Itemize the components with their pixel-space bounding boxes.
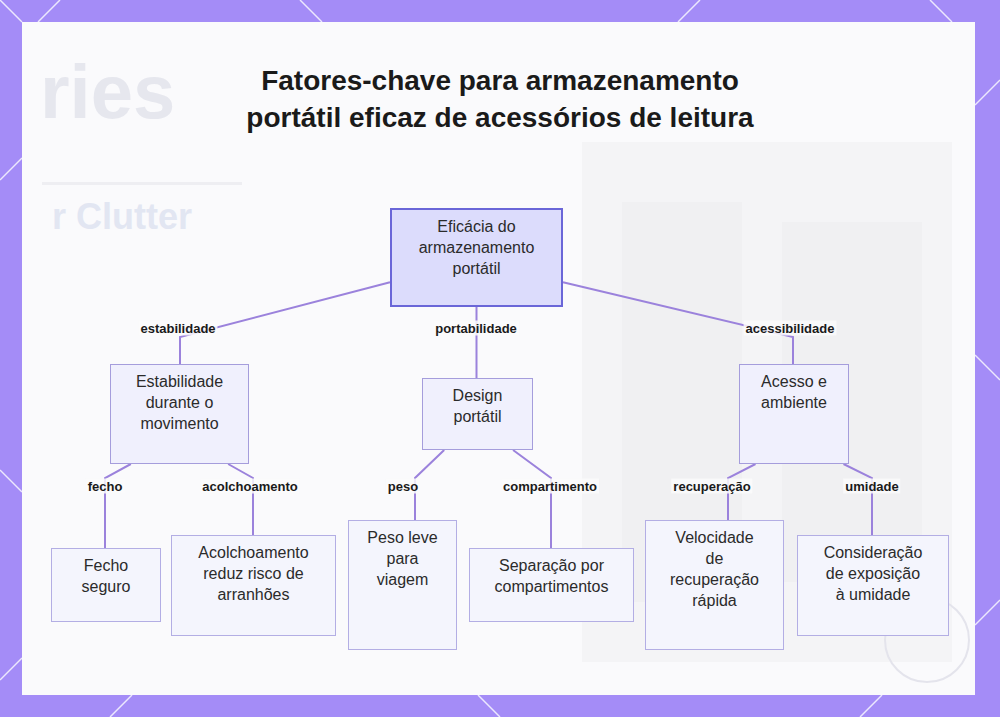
edge-label: acolchoamento — [200, 479, 299, 494]
connector-line — [476, 307, 477, 378]
factor-box: Separação por compartimentos — [469, 548, 634, 622]
factor-box: Peso leve para viagem — [348, 520, 457, 650]
root-node: Eficácia do armazenamento portátil — [390, 208, 563, 307]
edge-label: peso — [386, 479, 420, 494]
connector-line — [844, 464, 873, 535]
connector-line — [105, 464, 131, 548]
node-text: Separação por compartimentos — [482, 555, 621, 597]
edge-label: recuperação — [671, 479, 752, 494]
node-text: Eficácia do armazenamento portátil — [410, 216, 543, 279]
connector-line — [228, 464, 253, 535]
category-box: Acesso e ambiente — [739, 364, 849, 464]
edge-label: compartimento — [501, 479, 599, 494]
node-text: Velocidade de recuperação rápida — [667, 527, 762, 611]
category-box: Estabilidade durante o movimento — [110, 364, 249, 464]
factor-box: Velocidade de recuperação rápida — [645, 520, 784, 650]
node-text: Fecho seguro — [64, 555, 148, 597]
edge-label: umidade — [843, 479, 900, 494]
edge-label: estabilidade — [138, 321, 217, 336]
category-box: Design portátil — [422, 378, 533, 450]
diagram-title: Fatores-chave para armazenamento portáti… — [215, 62, 785, 136]
factor-box: Consideração de exposição à umidade — [797, 535, 949, 636]
factor-box: Fecho seguro — [51, 548, 161, 622]
factor-box: Acolchoamento reduz risco de arranhões — [171, 535, 336, 636]
background-watermark: ries — [40, 48, 175, 135]
node-text: Estabilidade durante o movimento — [121, 371, 238, 434]
background-watermark: r Clutter — [52, 196, 192, 238]
edge-label: portabilidade — [433, 321, 519, 336]
node-text: Consideração de exposição à umidade — [821, 542, 925, 605]
node-text: Acolchoamento reduz risco de arranhões — [184, 542, 323, 605]
node-text: Design portátil — [435, 385, 520, 427]
edge-label: acessibilidade — [744, 321, 837, 336]
edge-label: fecho — [86, 479, 125, 494]
node-text: Acesso e ambiente — [752, 371, 836, 413]
connector-line — [513, 450, 551, 548]
node-text: Peso leve para viagem — [363, 527, 442, 590]
